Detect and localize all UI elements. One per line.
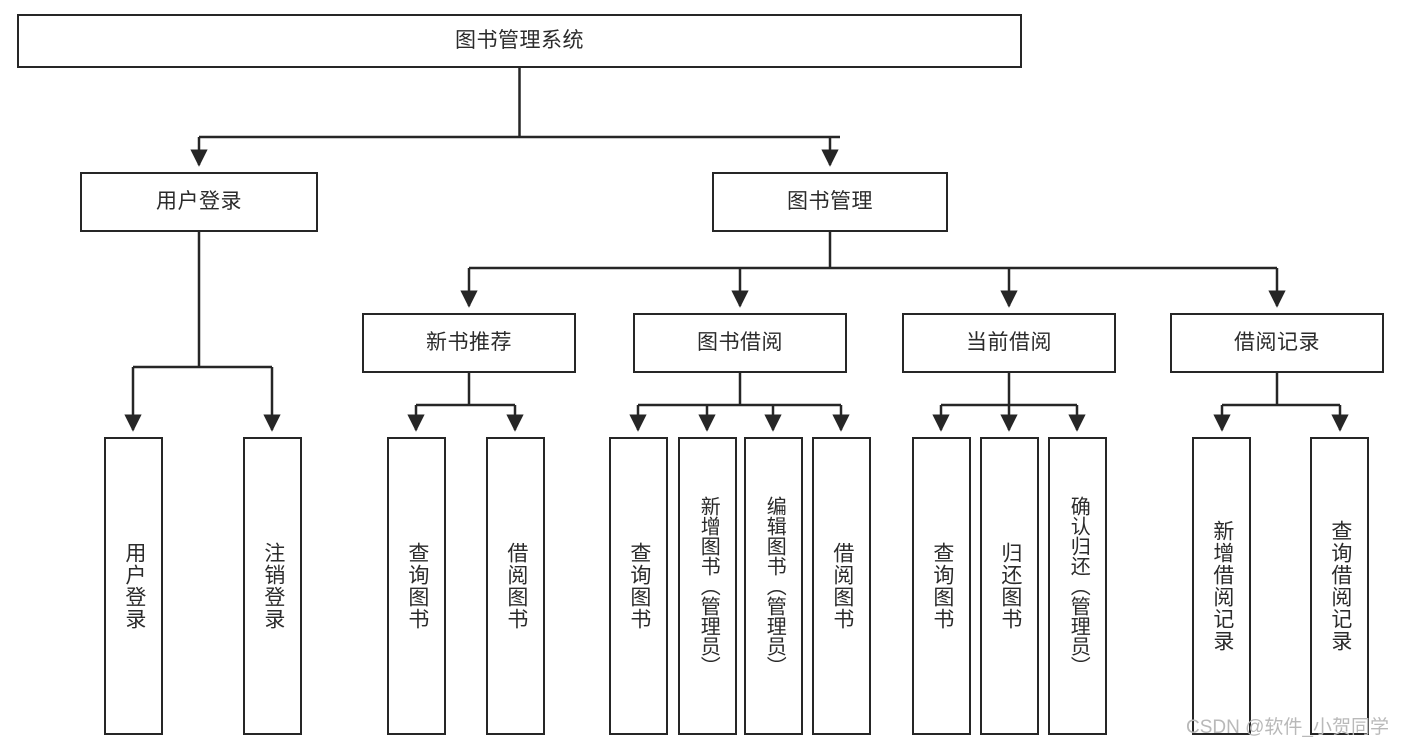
node-label: 编辑图书（管理员）: [763, 496, 786, 676]
node-label: 查询图书: [930, 542, 954, 630]
node-user-login[interactable]: 用户登录: [80, 172, 318, 232]
node-label: 图书管理系统: [455, 28, 584, 52]
node-label: 借阅图书: [504, 542, 528, 630]
node-label: 查询图书: [405, 542, 429, 630]
node-label: 查询借阅记录: [1328, 520, 1352, 652]
node-label: 确认归还（管理员）: [1067, 496, 1090, 676]
node-label: 借阅图书: [830, 542, 854, 630]
node-label: 新增图书（管理员）: [697, 496, 720, 676]
leaf-current-borrow-return[interactable]: 归还图书: [980, 437, 1039, 735]
node-root-system[interactable]: 图书管理系统: [17, 14, 1022, 68]
node-label: 查询图书: [627, 542, 651, 630]
node-label: 当前借阅: [966, 330, 1052, 354]
leaf-book-borrow-add-admin[interactable]: 新增图书（管理员）: [678, 437, 737, 735]
leaf-user-login-logout[interactable]: 注销登录: [243, 437, 302, 735]
node-label: 图书借阅: [697, 330, 783, 354]
leaf-borrow-record-query[interactable]: 查询借阅记录: [1310, 437, 1369, 735]
node-label: 新增借阅记录: [1210, 520, 1234, 652]
leaf-user-login-login[interactable]: 用户登录: [104, 437, 163, 735]
leaf-new-book-borrow[interactable]: 借阅图书: [486, 437, 545, 735]
leaf-borrow-record-add[interactable]: 新增借阅记录: [1192, 437, 1251, 735]
leaf-book-borrow-borrow[interactable]: 借阅图书: [812, 437, 871, 735]
watermark: CSDN @软件_小贺同学: [1186, 717, 1389, 738]
node-label: 图书管理: [787, 189, 873, 213]
node-borrow-record[interactable]: 借阅记录: [1170, 313, 1384, 373]
leaf-book-borrow-query[interactable]: 查询图书: [609, 437, 668, 735]
node-book-management[interactable]: 图书管理: [712, 172, 948, 232]
node-label: 新书推荐: [426, 330, 512, 354]
leaf-current-borrow-confirm-admin[interactable]: 确认归还（管理员）: [1048, 437, 1107, 735]
node-label: 借阅记录: [1234, 330, 1320, 354]
node-label: 归还图书: [998, 542, 1022, 630]
leaf-current-borrow-query[interactable]: 查询图书: [912, 437, 971, 735]
node-label: 注销登录: [261, 542, 285, 630]
node-book-borrow[interactable]: 图书借阅: [633, 313, 847, 373]
leaf-new-book-query[interactable]: 查询图书: [387, 437, 446, 735]
leaf-book-borrow-edit-admin[interactable]: 编辑图书（管理员）: [744, 437, 803, 735]
node-new-book-recommend[interactable]: 新书推荐: [362, 313, 576, 373]
node-current-borrow[interactable]: 当前借阅: [902, 313, 1116, 373]
node-label: 用户登录: [156, 189, 242, 213]
node-label: 用户登录: [122, 542, 146, 630]
